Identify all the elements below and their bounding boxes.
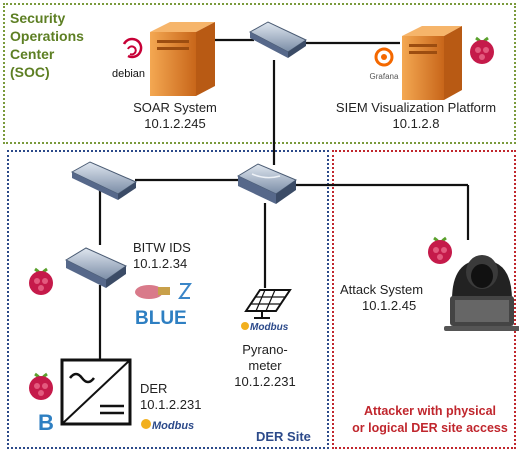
der-site-zone xyxy=(7,150,329,449)
raspberry-pi-icon xyxy=(470,36,494,64)
der-label: DER 10.1.2.231 xyxy=(140,381,201,413)
switch-icon xyxy=(64,247,128,288)
pyranometer-name-line-2: meter xyxy=(248,358,282,373)
server-icon xyxy=(402,26,462,100)
hacker-icon xyxy=(444,255,519,331)
attacker-zone-label: Attacker with physical or logical DER si… xyxy=(350,403,510,437)
grafana-logo-text: Grafana xyxy=(370,72,399,81)
raspberry-pi-icon xyxy=(29,267,53,295)
siem-label: SIEM Visualization Platform 10.1.2.8 xyxy=(318,100,514,132)
grafana-logo-icon: Grafana xyxy=(370,47,399,81)
debian-logo-text: debian xyxy=(112,68,146,80)
pyranometer-name-line-1: Pyrano- xyxy=(242,342,288,357)
modbus-text-pyranometer: Modbus xyxy=(250,322,289,333)
soar-ip: 10.1.2.245 xyxy=(144,116,206,131)
attack-label: Attack System 10.1.2.45 xyxy=(340,282,423,314)
der-name: DER xyxy=(140,381,168,396)
router-icon xyxy=(236,163,298,204)
soc-zone xyxy=(3,3,516,144)
der-logo-letter: B xyxy=(38,410,54,435)
raspberry-pi-icon xyxy=(29,372,53,400)
modbus-logo-icon: Modbus xyxy=(141,419,194,432)
debian-logo-icon xyxy=(122,37,143,59)
attacker-zone xyxy=(332,150,516,449)
solar-panel-icon xyxy=(244,289,292,319)
attacker-label-line-1: Attacker with physical xyxy=(364,404,496,418)
network-links xyxy=(98,38,470,360)
der-b-logo-icon: B xyxy=(38,410,54,435)
snort-logo-icon xyxy=(135,285,170,299)
ids-ip: 10.1.2.34 xyxy=(133,256,188,271)
server-icon xyxy=(150,22,215,96)
ids-name: BITW IDS xyxy=(133,240,191,255)
raspberry-pi-icon xyxy=(428,236,452,264)
pyranometer-label: Pyrano- meter 10.1.2.231 xyxy=(220,342,310,390)
soar-label: SOAR System 10.1.2.245 xyxy=(115,100,235,132)
siem-ip: 10.1.2.8 xyxy=(392,116,440,131)
der-ip: 10.1.2.231 xyxy=(140,397,202,412)
blue-logo-icon: BLUE xyxy=(135,308,187,329)
switch-icon xyxy=(70,161,138,200)
inverter-icon xyxy=(60,358,132,426)
soc-title-line-1: Security xyxy=(10,10,66,26)
der-site-label: DER Site xyxy=(256,429,311,444)
soc-title-line-2: Operations xyxy=(10,28,84,44)
siem-name: SIEM Visualization Platform xyxy=(335,100,497,115)
attack-ip: 10.1.2.45 xyxy=(362,298,417,313)
modbus-text-der: Modbus xyxy=(152,420,194,432)
blue-logo-text: BLUE xyxy=(135,308,187,329)
soc-title: Security Operations Center (SOC) xyxy=(10,9,84,81)
attacker-label-line-2: or logical DER site access xyxy=(352,421,508,435)
switch-icon xyxy=(248,21,308,58)
soc-title-line-3: Center xyxy=(10,46,55,62)
zeek-logo-icon xyxy=(178,283,192,299)
attack-name: Attack System xyxy=(340,282,424,297)
pyranometer-ip: 10.1.2.231 xyxy=(234,374,296,389)
soc-title-line-4: (SOC) xyxy=(10,64,50,80)
soar-name: SOAR System xyxy=(133,100,217,115)
ids-label: BITW IDS 10.1.2.34 xyxy=(133,240,191,272)
modbus-logo-icon: Modbus xyxy=(241,322,289,333)
